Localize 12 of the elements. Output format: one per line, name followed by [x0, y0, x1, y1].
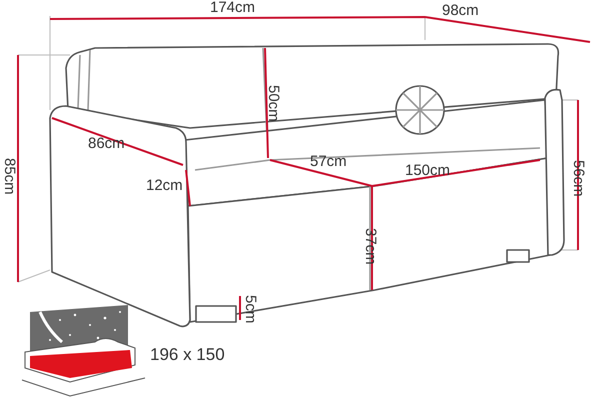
- dimension-label: 150cm: [405, 163, 450, 178]
- dimension-label: 12cm: [146, 178, 183, 193]
- dimension-label: 5cm: [243, 295, 258, 324]
- dimension-label: 57cm: [310, 154, 347, 169]
- dimension-label: 37cm: [363, 228, 378, 265]
- dimension-label: 174cm: [210, 0, 256, 15]
- dimension-label: 196 x 150: [150, 346, 225, 363]
- dimension-label: 50cm: [266, 85, 281, 122]
- dimension-label: 98cm: [442, 3, 479, 18]
- dimension-label: 56cm: [571, 160, 586, 197]
- dimension-label: 85cm: [2, 158, 17, 195]
- dimension-label: 86cm: [88, 136, 125, 151]
